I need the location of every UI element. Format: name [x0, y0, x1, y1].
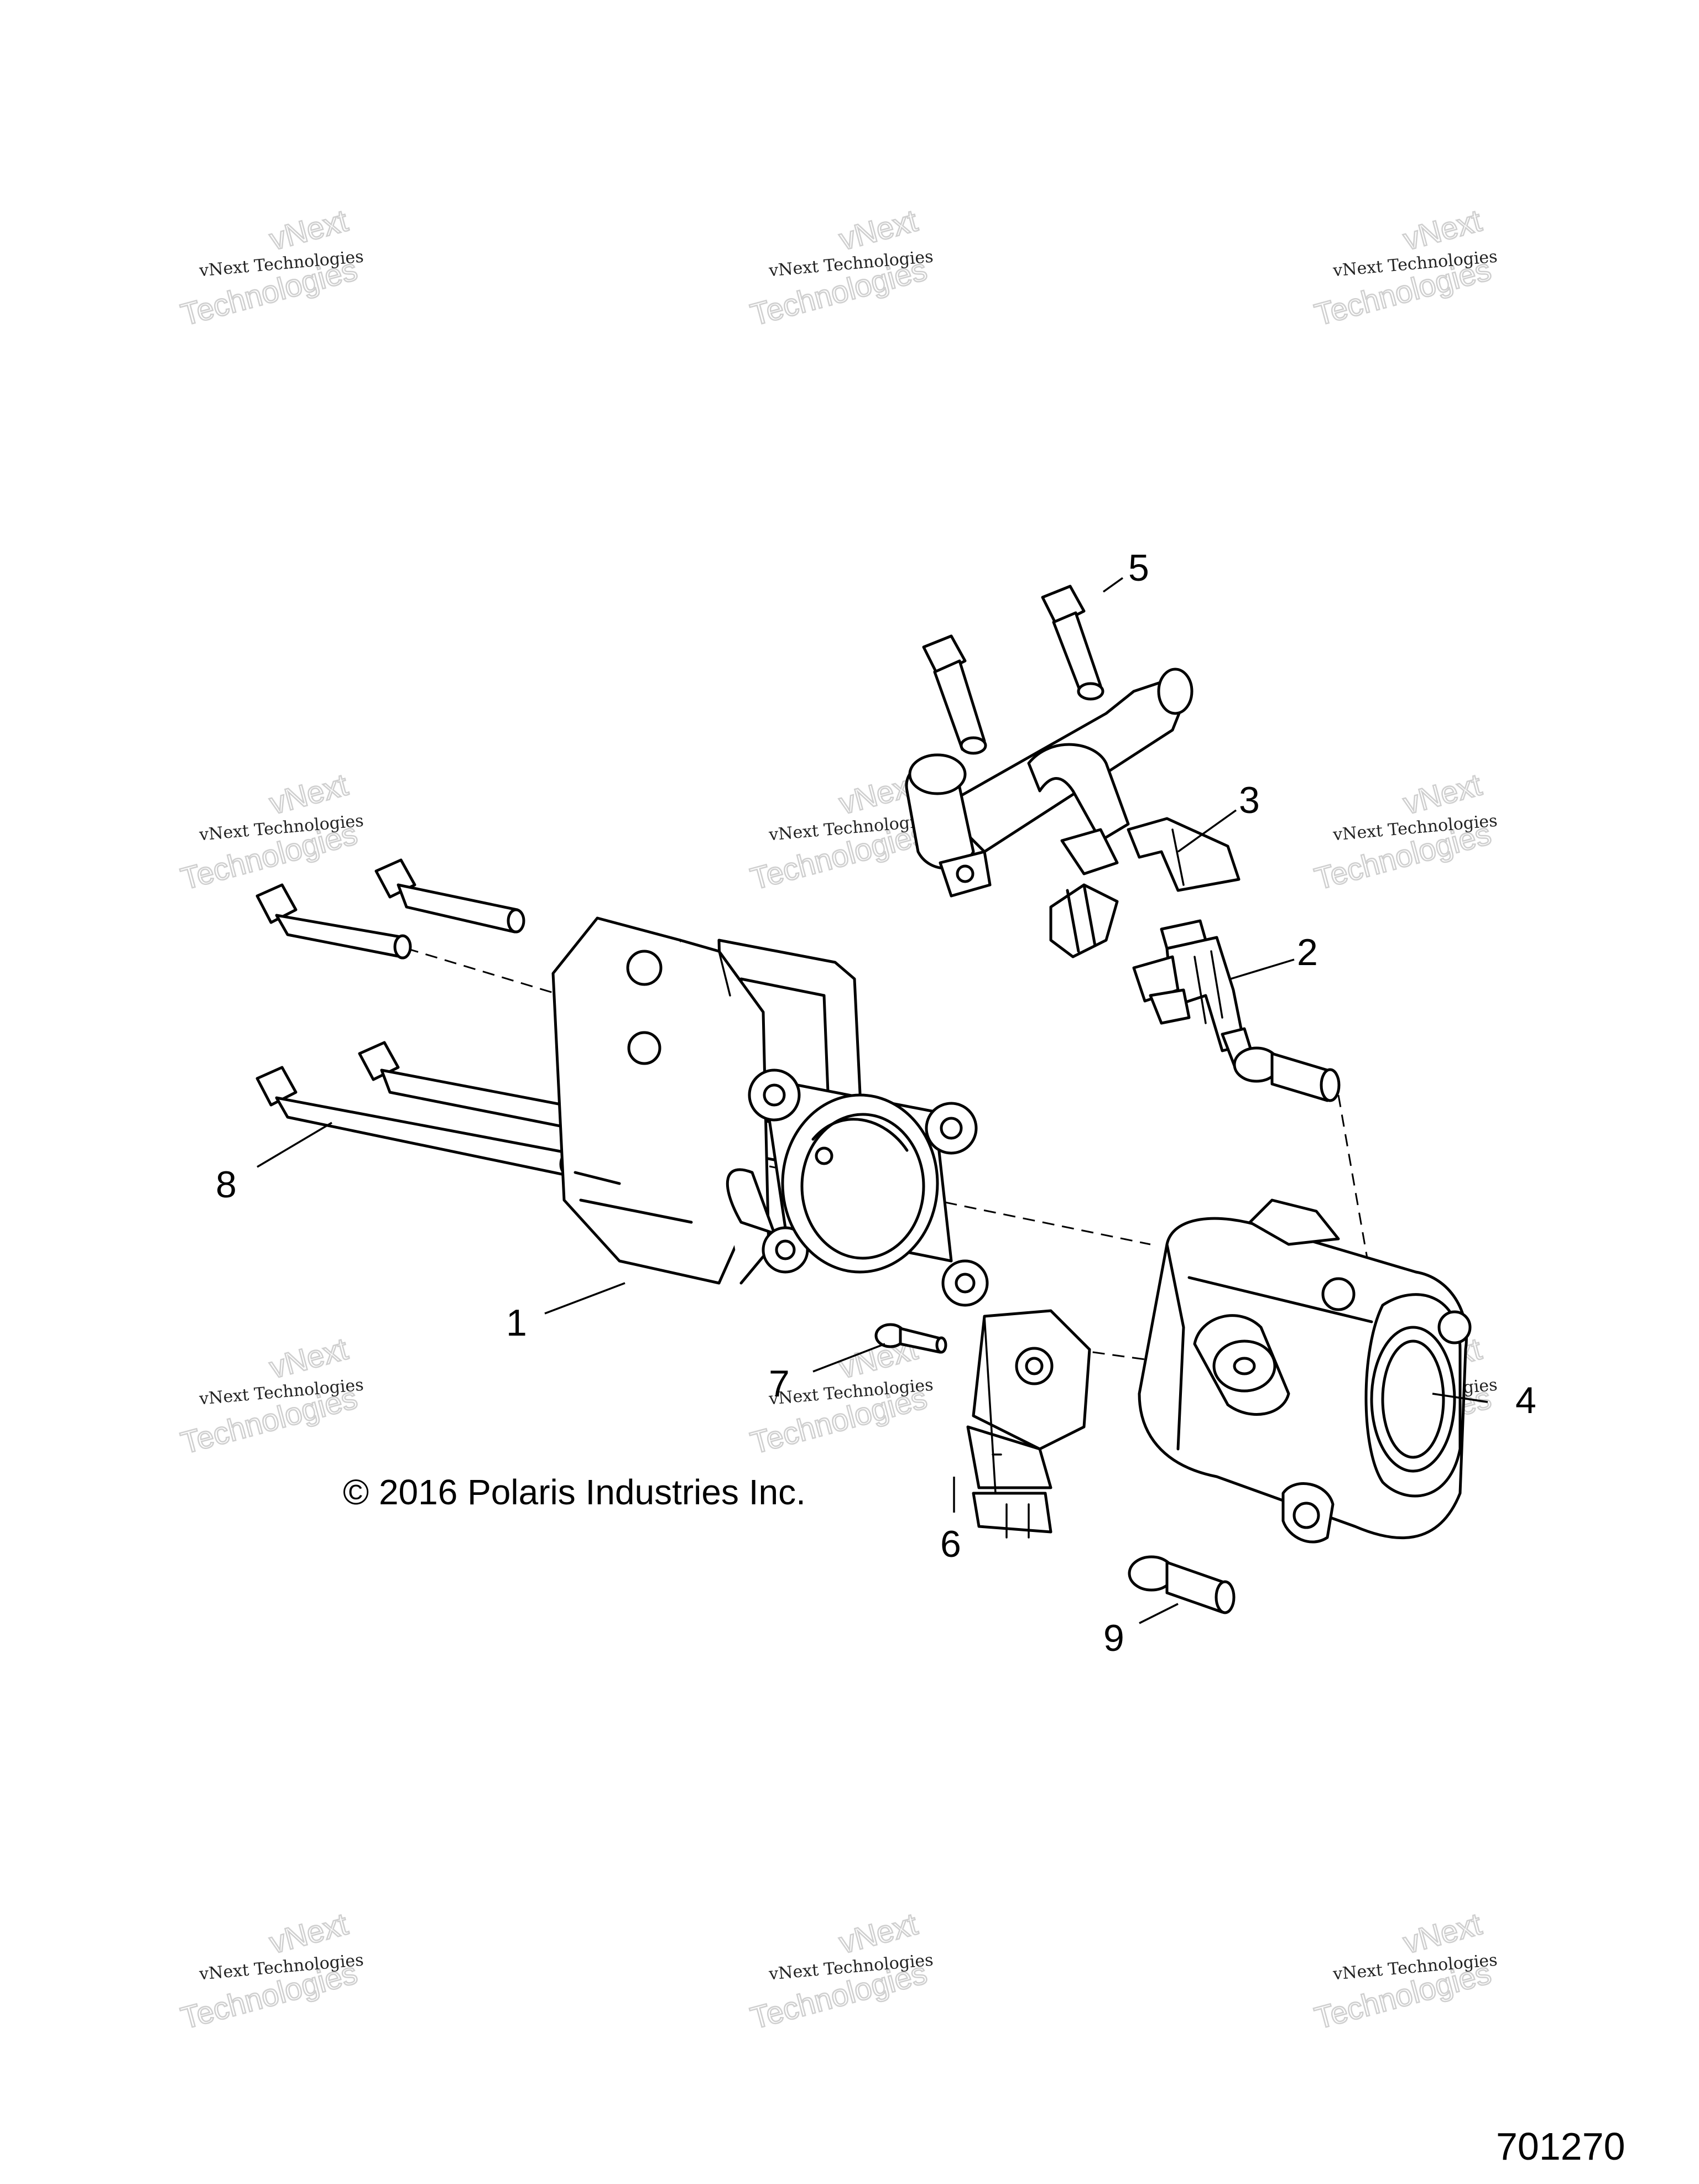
fuel-rail — [905, 668, 1241, 958]
callout-2: 2 — [1297, 931, 1318, 973]
long-bolt-2 — [374, 858, 525, 934]
map-sensor — [966, 1309, 1091, 1539]
intake-adapter — [1138, 1198, 1472, 1544]
flange-bolt-upper-left — [922, 634, 987, 755]
long-bolt-1 — [256, 883, 412, 960]
throttle-body — [551, 916, 989, 1307]
callout-3: 3 — [1239, 779, 1260, 821]
socket-bolt-upper — [1233, 1046, 1341, 1102]
leader-lines — [257, 577, 1488, 1624]
callout-5: 5 — [1128, 547, 1149, 589]
copyright-notice: © 2016 Polaris Industries Inc. — [343, 1472, 806, 1512]
callout-9: 9 — [1103, 1617, 1124, 1659]
callout-6: 6 — [940, 1523, 961, 1565]
figure-number: 701270 — [1496, 2125, 1625, 2168]
flange-bolt-upper-right — [1041, 585, 1104, 701]
fuel-injector — [1132, 919, 1257, 1072]
small-screw — [874, 1323, 947, 1354]
callout-labels: 1 2 3 4 5 6 7 8 9 — [216, 547, 1536, 1659]
callout-4: 4 — [1515, 1379, 1536, 1421]
callout-7: 7 — [769, 1363, 790, 1405]
callout-1: 1 — [506, 1302, 527, 1344]
socket-bolt-lower — [1128, 1555, 1236, 1614]
callout-8: 8 — [216, 1164, 237, 1206]
